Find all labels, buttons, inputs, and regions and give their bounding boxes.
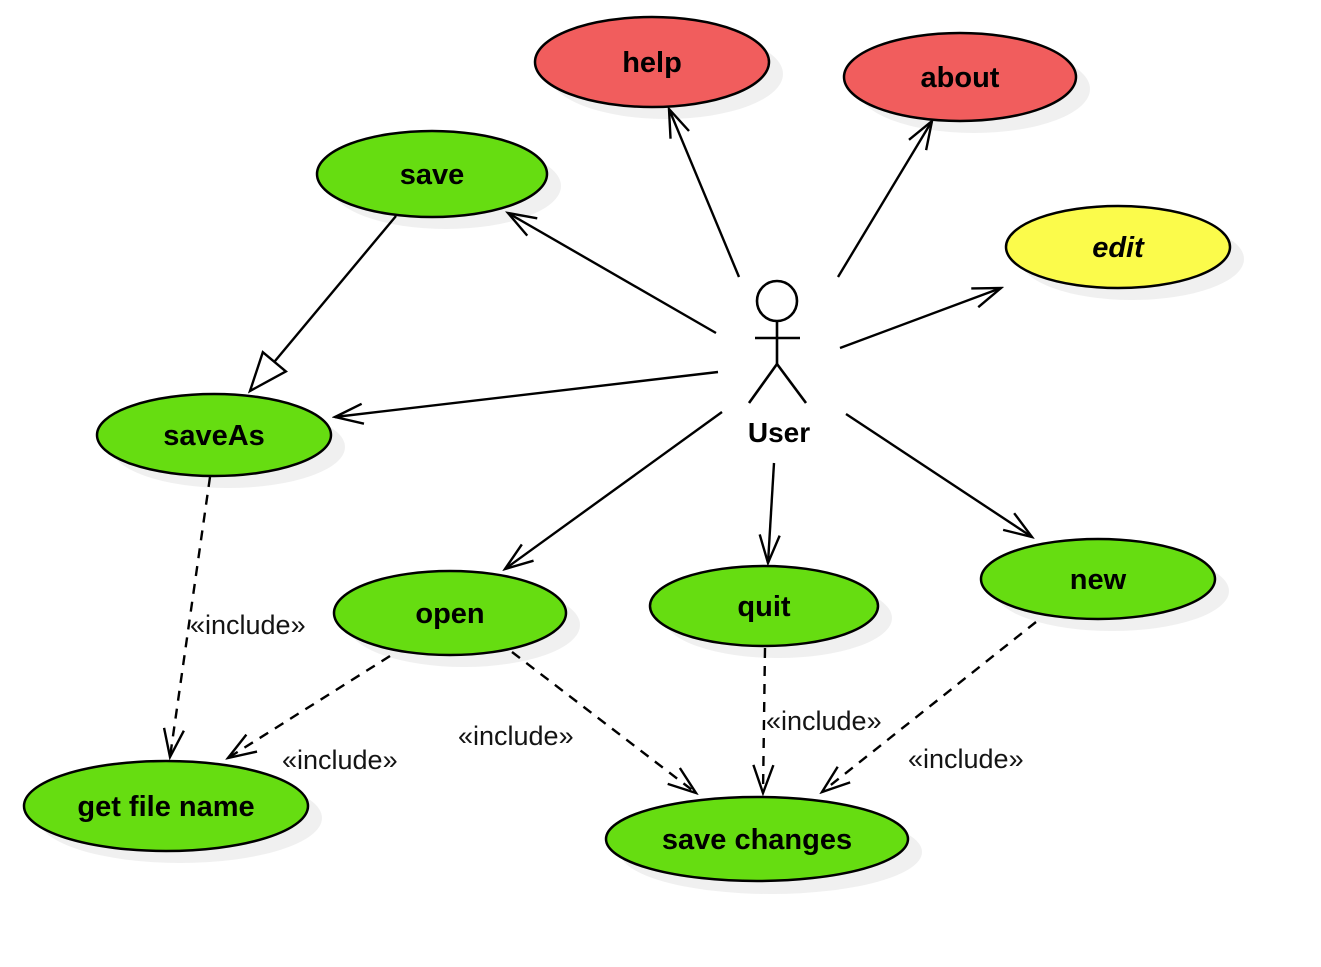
actor-leg-left: [747, 363, 779, 404]
usecase-saveAs: saveAs: [95, 392, 333, 478]
usecase-saveAs-ellipse: [95, 392, 333, 478]
include-label-new-save-changes: «include»: [908, 744, 1024, 774]
association-user-saveAs: [335, 370, 719, 417]
actor-head: [755, 279, 799, 323]
association-user-quit: [768, 462, 774, 563]
usecase-new-ellipse: [979, 537, 1217, 621]
usecase-quit-ellipse: [648, 564, 880, 648]
usecase-save-changes: save changes: [604, 795, 910, 883]
include-open-save-changes: [511, 651, 696, 793]
usecase-open: open: [332, 569, 568, 657]
actor-leg-right: [775, 363, 808, 404]
usecase-help-ellipse: [533, 15, 771, 109]
include-labels: «include» «include» «include» «include» …: [190, 610, 1024, 775]
usecase-save-changes-ellipse: [604, 795, 910, 883]
usecase-about-ellipse: [842, 31, 1078, 123]
generalization-save-saveAs: [250, 215, 397, 391]
usecase-new-label: new: [1070, 564, 1127, 596]
actor-user: User: [747, 279, 810, 448]
usecase-quit-label: quit: [737, 591, 790, 623]
include-quit-save-changes: [763, 647, 765, 793]
include-saveAs-get-file-name: [170, 476, 212, 757]
usecase-save: save: [315, 129, 549, 219]
include-edges: [170, 476, 1037, 793]
usecase-saveAs-label: saveAs: [163, 420, 265, 452]
association-user-edit: [839, 288, 1001, 350]
generalization-edges: [250, 215, 397, 391]
usecase-get-file-name-label: get file name: [77, 791, 254, 823]
association-edges: [335, 109, 1032, 569]
usecase-open-ellipse: [332, 569, 568, 657]
usecase-save-ellipse: [315, 129, 549, 219]
include-label-quit-save-changes: «include»: [766, 706, 882, 736]
usecase-quit: quit: [648, 564, 880, 648]
usecase-open-label: open: [415, 598, 484, 630]
actor-label: User: [748, 417, 810, 448]
usecase-get-file-name-ellipse: [22, 759, 310, 853]
usecase-edit-ellipse: [1004, 204, 1232, 290]
usecase-edit-label: edit: [1092, 232, 1145, 264]
usecase-get-file-name: get file name: [22, 759, 310, 853]
usecase-save-changes-label: save changes: [662, 824, 852, 856]
include-label-saveAs-get-file-name: «include»: [190, 610, 306, 640]
usecase-help: help: [533, 15, 771, 109]
include-label-open-get-file-name: «include»: [282, 745, 398, 775]
usecase-save-label: save: [400, 159, 465, 191]
association-user-help: [669, 109, 741, 278]
include-open-get-file-name: [228, 654, 391, 758]
association-user-new: [845, 412, 1032, 537]
include-new-save-changes: [822, 621, 1037, 792]
usecase-edit: edit: [1004, 204, 1232, 290]
usecase-help-label: help: [622, 47, 682, 79]
usecase-about-label: about: [921, 62, 1000, 94]
usecase-new: new: [979, 537, 1217, 621]
association-user-save: [508, 213, 717, 335]
include-label-open-save-changes: «include»: [458, 721, 574, 751]
association-user-open: [505, 411, 723, 569]
association-user-about: [836, 121, 932, 278]
usecase-about: about: [842, 31, 1078, 123]
